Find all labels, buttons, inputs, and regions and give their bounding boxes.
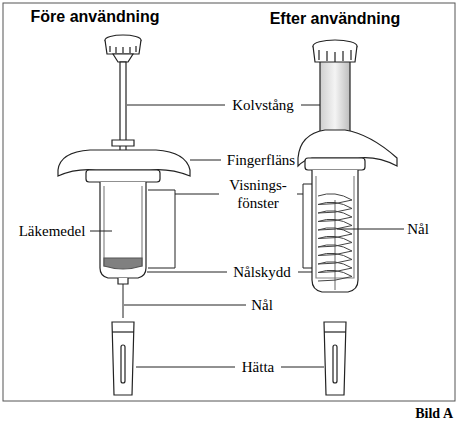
part-label: Visnings- fönster: [221, 176, 295, 212]
part-label: Hätta: [242, 358, 274, 376]
figure-caption: Bild A: [415, 405, 453, 423]
part-label: Läkemedel: [19, 222, 86, 240]
syringe-after: [298, 40, 397, 395]
leader-lines: [90, 105, 404, 367]
part-label: Fingerfläns: [227, 151, 295, 169]
frame: [3, 3, 455, 401]
part-label: Nålskydd: [233, 263, 291, 281]
part-label: Nål: [407, 220, 429, 238]
part-label: Nål: [251, 296, 273, 314]
heading: Före användning: [31, 8, 160, 26]
syringe-before: [58, 35, 190, 395]
part-label: Kolvstång: [232, 96, 294, 114]
heading: Efter användning: [270, 10, 401, 28]
